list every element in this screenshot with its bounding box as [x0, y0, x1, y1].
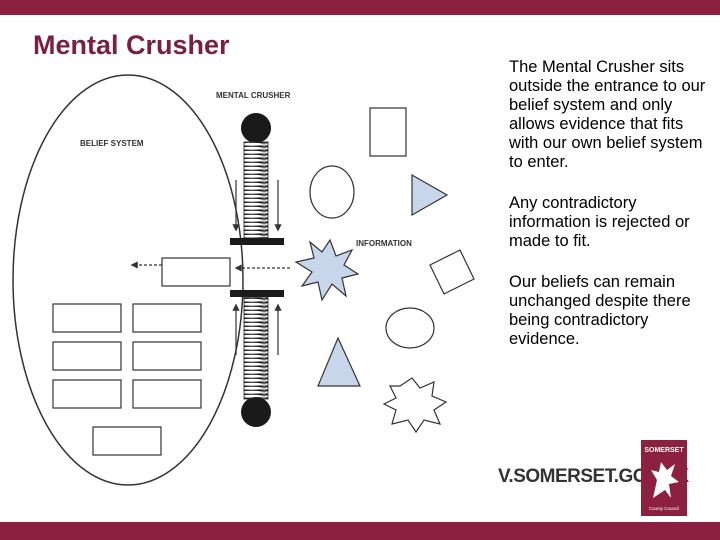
label-belief-system: BELIEF SYSTEM — [80, 139, 144, 148]
info-triangle-right — [411, 173, 449, 217]
somerset-logo: SOMERSET County Council — [641, 440, 687, 516]
info-ellipse-bottom — [385, 307, 435, 349]
info-star-outline — [382, 377, 448, 434]
dragon-icon — [651, 462, 679, 498]
slide-title: Mental Crusher — [33, 30, 230, 60]
rectangle-entering — [161, 257, 231, 287]
logo-name-text: SOMERSET — [644, 447, 684, 454]
mental-crusher-diagram: MENTAL CRUSHER BELIEF SYSTEM INFORMATION — [12, 74, 475, 486]
slide-body-text: The Mental Crusher sits outside the entr… — [509, 58, 709, 371]
info-diamond — [429, 249, 475, 295]
label-mental-crusher: MENTAL CRUSHER — [216, 91, 291, 100]
bottom-brand-bar — [0, 522, 720, 540]
info-rectangle — [369, 107, 407, 157]
belief-system-ellipse — [12, 74, 244, 486]
info-triangle-up — [317, 336, 361, 387]
top-brand-bar — [0, 0, 720, 15]
label-information: INFORMATION — [356, 239, 412, 248]
info-ellipse-top — [309, 165, 355, 219]
paragraph-2: Any contradictory information is rejecte… — [509, 194, 690, 250]
info-star-blue — [294, 238, 360, 302]
paragraph-1: The Mental Crusher sits outside the entr… — [509, 58, 706, 171]
belief-boxes — [52, 303, 202, 456]
logo-subtext: County Council — [649, 506, 680, 511]
paragraph-3: Our beliefs can remain unchanged despite… — [509, 273, 691, 348]
crusher-bottom — [230, 290, 284, 427]
crusher-top — [230, 113, 284, 245]
